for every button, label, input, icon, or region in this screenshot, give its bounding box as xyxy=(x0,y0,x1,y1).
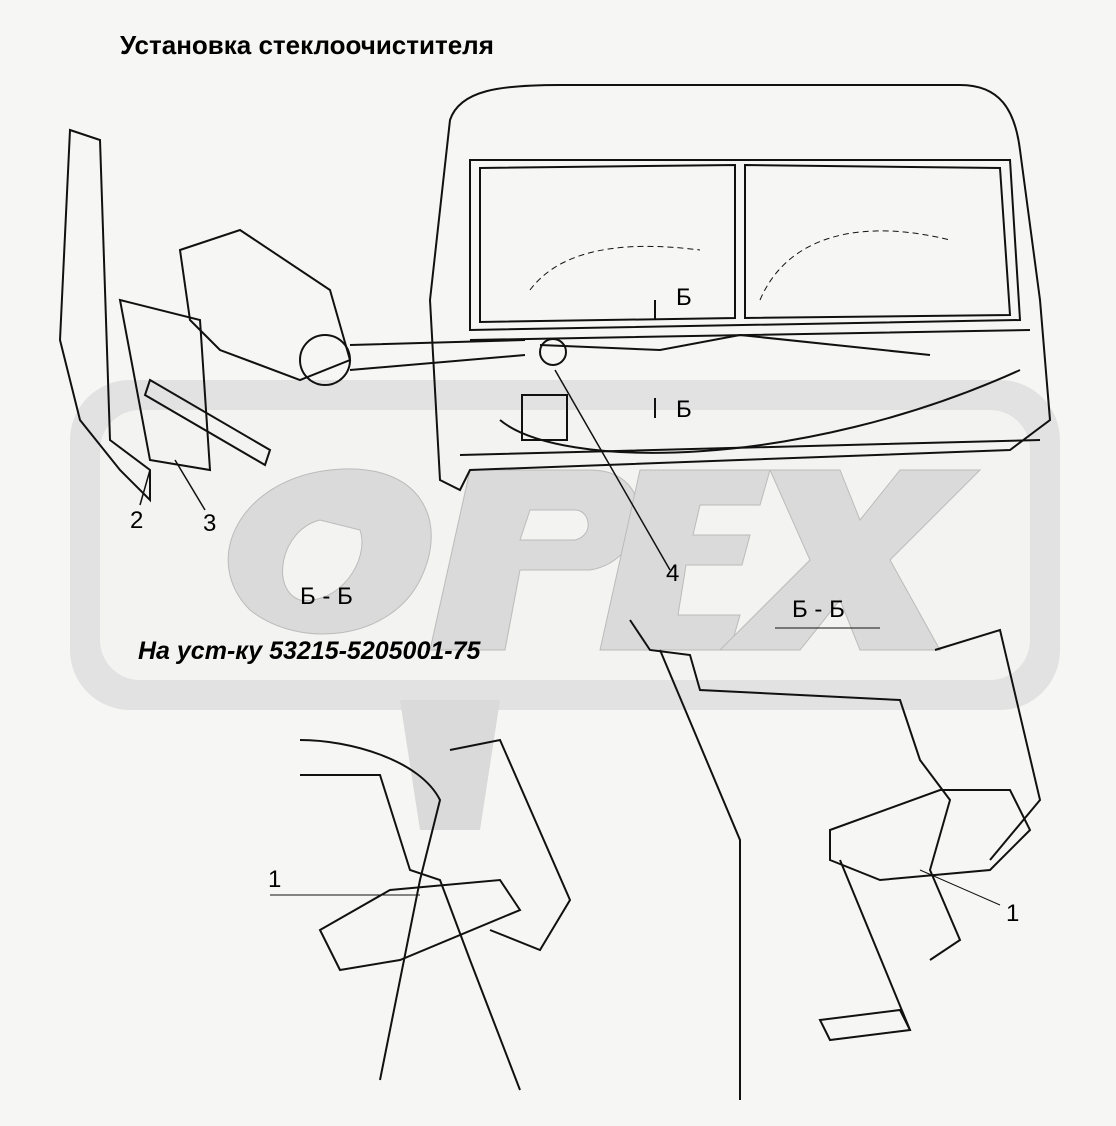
callout-2: 2 xyxy=(130,507,144,534)
section-view-label-right: Б - Б xyxy=(792,596,845,623)
watermark-logo xyxy=(70,380,1060,830)
section-marker-upper: Б xyxy=(676,284,692,311)
callout-1-right: 1 xyxy=(1006,900,1020,927)
callout-1-left: 1 xyxy=(268,866,282,893)
callout-3: 3 xyxy=(203,510,217,537)
section-view-label-left: Б - Б xyxy=(300,583,353,610)
diagram-title: Установка стеклоочистителя xyxy=(120,30,494,60)
installation-note: На уст-ку 53215-5205001-75 xyxy=(138,637,481,665)
callout-4: 4 xyxy=(666,560,680,587)
section-marker-lower: Б xyxy=(676,396,692,423)
